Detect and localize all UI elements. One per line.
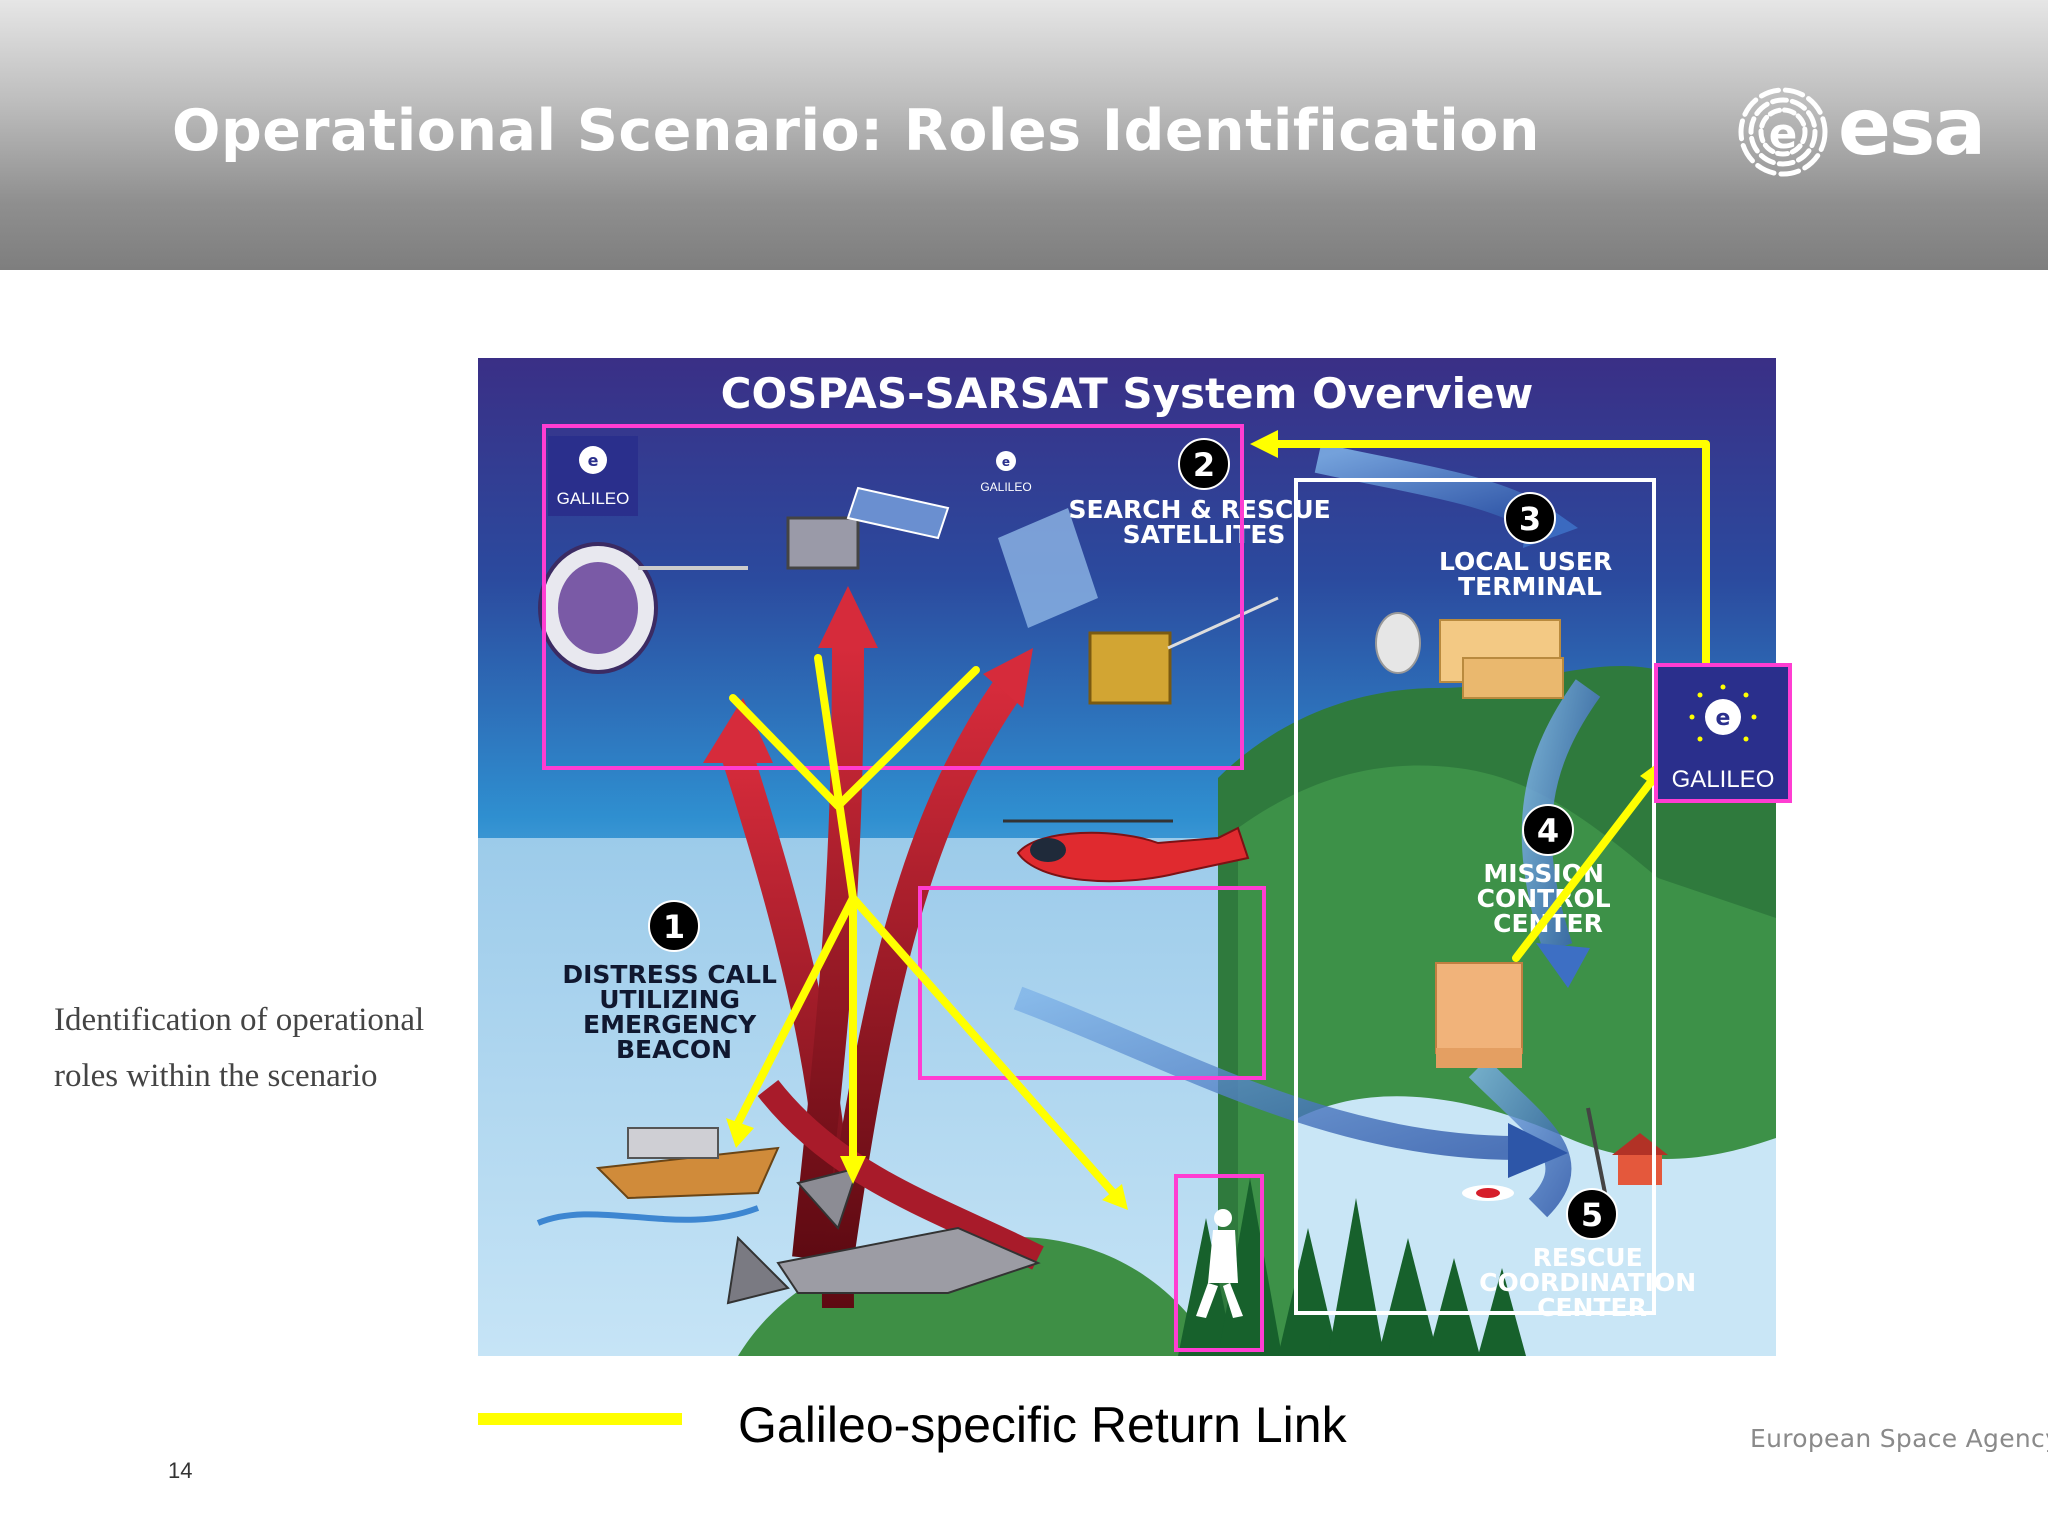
step-5-label: RESCUE COORDINATION CENTER	[1479, 1243, 1705, 1322]
satellite-sarsat	[786, 486, 950, 570]
step-1-label: DISTRESS CALL UTILIZING EMERGENCY BEACON	[562, 960, 785, 1064]
downlink-arrowhead-rescue	[1508, 1123, 1568, 1178]
satellite-cospas	[538, 542, 748, 674]
slide-header: Operational Scenario: Roles Identificati…	[0, 0, 2048, 270]
step-2: 2 SEARCH & RESCUE SATELLITES	[1069, 438, 1340, 549]
uplink-arrowhead-center	[818, 586, 878, 648]
rescue-helicopter	[1003, 819, 1250, 883]
downlink-arrowhead-mcc	[1536, 943, 1590, 988]
downlink-arrow-to-rcc	[1468, 1058, 1572, 1218]
plane-wreck	[726, 1166, 1041, 1305]
svg-text:e: e	[1769, 109, 1798, 158]
slide-title: Operational Scenario: Roles Identificati…	[172, 98, 1541, 164]
downlink-arrow-rescue	[1013, 986, 1519, 1160]
return-link-to-hiker	[849, 894, 1120, 1200]
page-number: 14	[168, 1458, 193, 1483]
galileo-label-3: GALILEO	[1671, 766, 1775, 793]
return-link-center-down	[814, 654, 857, 902]
step-2-number: 2	[1193, 446, 1215, 484]
footer-organization: European Space Agency	[1750, 1424, 2048, 1453]
cospas-sarsat-diagram: COSPAS-SARSAT System Overview	[478, 358, 1776, 1356]
role-box-hiker	[1174, 1174, 1264, 1352]
downlink-arrow-to-mcc	[1521, 679, 1601, 953]
step-3-number: 3	[1519, 500, 1541, 538]
esa-wordmark: esa	[1838, 83, 1986, 173]
return-arrowhead-top	[1250, 430, 1278, 458]
galileo-badge-center: e GALILEO	[980, 451, 1032, 494]
esa-swirl-icon: e	[1738, 87, 1828, 177]
legend-return-link-swatch	[478, 1413, 682, 1425]
step-1-number: 1	[663, 908, 685, 946]
galileo-badge-top-left: e GALILEO	[548, 436, 638, 516]
svg-text:e: e	[1716, 706, 1731, 731]
diagram-canvas: COSPAS-SARSAT System Overview	[478, 358, 1776, 1356]
local-user-terminal-building	[1375, 612, 1564, 699]
svg-text:e: e	[1002, 455, 1010, 469]
step-2-label: SEARCH & RESCUE SATELLITES	[1069, 495, 1340, 549]
return-link-to-ship	[734, 894, 857, 1127]
step-3-label: LOCAL USER TERMINAL	[1439, 547, 1621, 601]
role-box-helicopter	[918, 886, 1266, 1080]
uplink-arrowhead-left	[703, 698, 773, 763]
satellite-galileo	[998, 508, 1279, 705]
galileo-badge-right: e GALILEO	[1654, 663, 1792, 803]
galileo-label-2: GALILEO	[980, 480, 1031, 494]
uplink-arrow-center	[792, 647, 864, 1260]
legend-label: Galileo-specific Return Link	[738, 1397, 1347, 1453]
ground-segment-box	[1294, 478, 1656, 1315]
step-4-number: 4	[1537, 812, 1559, 850]
ship	[536, 1127, 780, 1226]
return-arrowhead-ship	[726, 1118, 754, 1148]
step-5-number: 5	[1581, 1196, 1603, 1234]
uplink-arrowhead-right	[983, 648, 1033, 708]
step-3: 3 LOCAL USER TERMINAL	[1439, 492, 1621, 601]
return-arrowhead-wreck	[840, 1156, 866, 1184]
diagram-title: COSPAS-SARSAT System Overview	[721, 369, 1534, 418]
mission-control-building	[1435, 962, 1523, 1068]
return-link-mcc-galileo	[1512, 766, 1664, 962]
return-link-top	[1274, 440, 1710, 677]
step-5: 5 RESCUE COORDINATION CENTER	[1479, 1188, 1705, 1322]
hiker-figure	[1196, 1209, 1243, 1318]
svg-text:e: e	[588, 451, 599, 470]
step-4-label: MISSION CONTROL CENTER	[1477, 859, 1620, 938]
step-1: 1 DISTRESS CALL UTILIZING EMERGENCY BEAC…	[562, 900, 785, 1064]
return-arrowhead-hiker	[1102, 1184, 1128, 1210]
galileo-label-1: GALILEO	[557, 489, 630, 508]
description-text: Identification of operational roles with…	[54, 1002, 425, 1094]
role-box-satellites	[542, 424, 1244, 770]
uplink-arrow-hiker	[757, 1080, 1044, 1270]
esa-logo: e esa	[1728, 82, 2008, 182]
galileo-emblem-icon: e	[1689, 684, 1757, 742]
